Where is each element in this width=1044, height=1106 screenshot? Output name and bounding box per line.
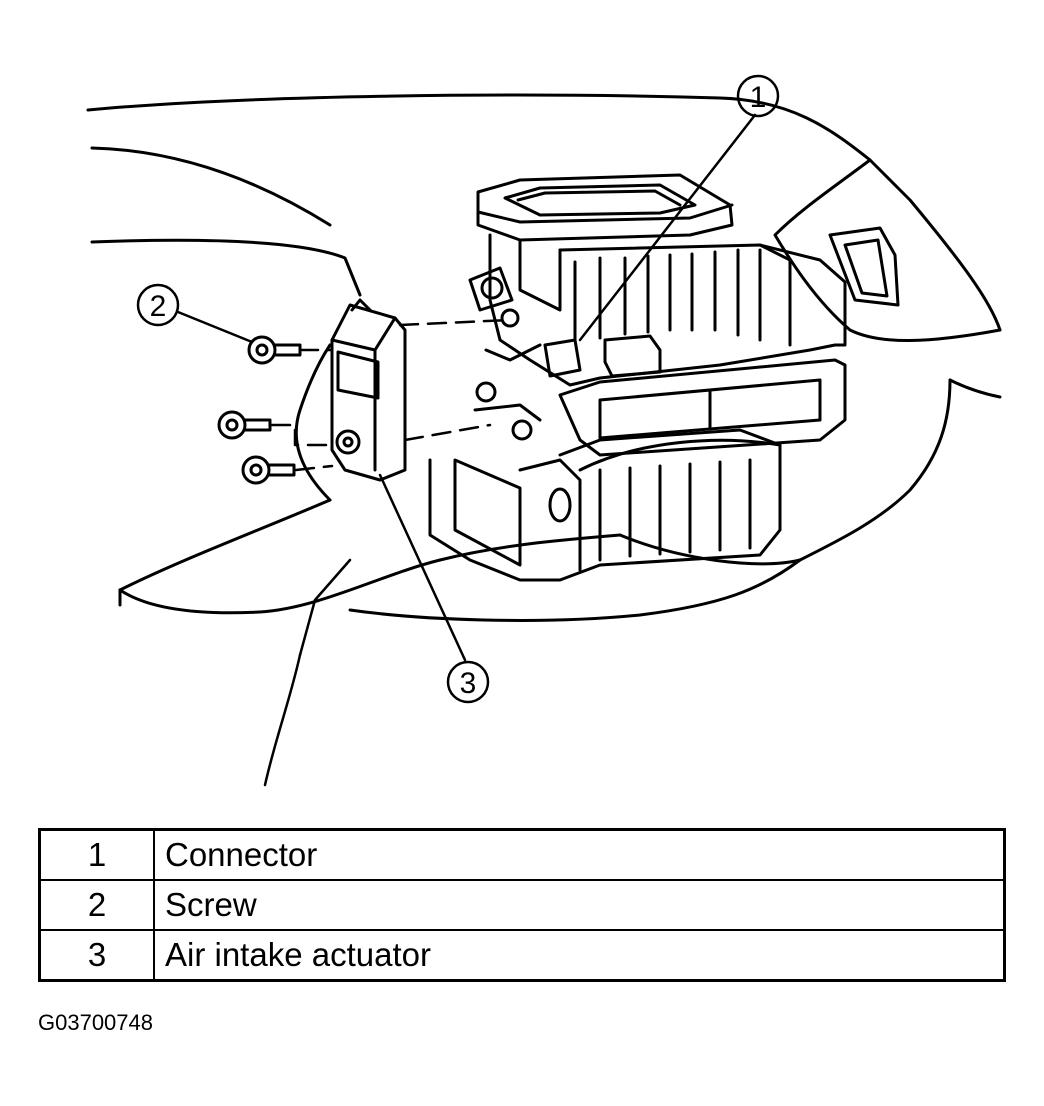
callout-2: 2 — [136, 283, 180, 327]
diagram-illustration: 1 2 3 — [86, 74, 1002, 787]
legend-table: 1 Connector 2 Screw 3 Air intake actuato… — [38, 828, 1006, 982]
leader-lines — [176, 113, 757, 787]
screw-top — [247, 335, 302, 365]
screw-bottom — [241, 455, 296, 485]
screw-middle — [217, 410, 272, 440]
legend-row: 2 Screw — [38, 879, 1006, 931]
blower-unit — [428, 173, 847, 582]
callout-3: 3 — [446, 660, 490, 704]
leader-line-3a — [378, 473, 467, 662]
legend-row: 1 Connector — [38, 828, 1006, 881]
legend-number: 2 — [38, 879, 155, 931]
callout-3-label: 3 — [460, 667, 477, 700]
connector-body — [603, 334, 662, 378]
alignment-lines — [270, 318, 512, 472]
legend-number: 1 — [38, 828, 155, 881]
leader-line-1 — [578, 113, 757, 342]
legend-row: 3 Air intake actuator — [38, 929, 1006, 982]
leader-line-2 — [176, 310, 254, 344]
leader-line-3b — [263, 653, 302, 787]
dashboard-outline — [86, 93, 1002, 622]
legend-description: Screw — [153, 879, 1006, 931]
callout-1-label: 1 — [750, 81, 767, 114]
figure-id: G03700748 — [38, 1010, 153, 1035]
dash-vent — [828, 226, 900, 307]
callout-2-label: 2 — [150, 290, 167, 323]
air-intake-actuator — [330, 298, 407, 482]
callout-1: 1 — [736, 74, 780, 118]
legend-number: 3 — [38, 929, 155, 982]
screw-group — [217, 335, 302, 485]
legend-description: Connector — [153, 828, 1006, 881]
legend-description: Air intake actuator — [153, 929, 1006, 982]
